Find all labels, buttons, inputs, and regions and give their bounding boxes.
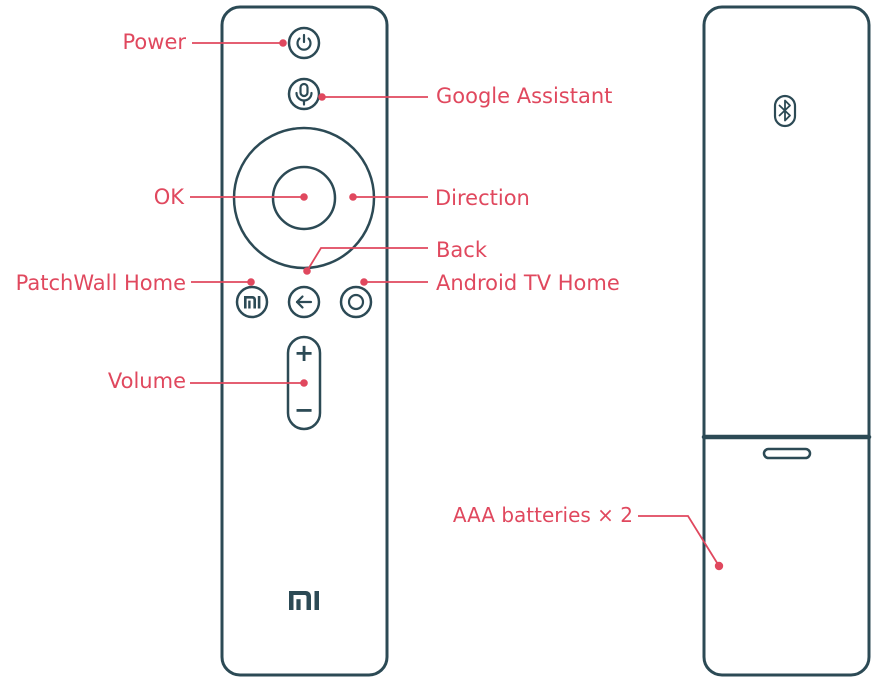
google-assistant-label: Google Assistant — [436, 84, 612, 108]
power-callout-dot — [279, 39, 287, 47]
remote-back-body — [702, 5, 871, 677]
power-button[interactable] — [287, 26, 321, 60]
back-callout-line — [306, 247, 428, 272]
back-label: Back — [436, 238, 488, 262]
ok-button[interactable] — [271, 165, 337, 231]
android-tv-callout-dot — [360, 278, 368, 286]
batteries-label: AAA batteries × 2 — [453, 503, 633, 527]
remote-front — [220, 5, 389, 677]
assistant-callout-dot — [318, 93, 326, 101]
patchwall-home-button[interactable] — [235, 285, 269, 319]
callout-lines — [190, 42, 720, 567]
remote-front-body — [220, 5, 389, 677]
direction-callout-dot — [349, 193, 357, 201]
power-label: Power — [123, 30, 187, 54]
microphone-icon — [295, 82, 313, 106]
direction-pad[interactable] — [232, 126, 376, 270]
home-circle-icon — [347, 293, 365, 311]
direction-label: Direction — [435, 186, 530, 210]
batteries-callout-line — [638, 515, 720, 567]
mi-brand-logo — [289, 591, 319, 610]
power-icon — [296, 33, 312, 51]
google-assistant-button[interactable] — [287, 77, 321, 111]
volume-label: Volume — [108, 369, 186, 393]
mi-logo-icon — [243, 296, 261, 309]
batteries-callout-dot — [714, 561, 724, 571]
bluetooth-icon — [773, 94, 797, 128]
ok-label: OK — [154, 185, 186, 209]
volume-callout-dot — [300, 379, 308, 387]
volume-down-glyph: − — [294, 396, 314, 424]
callout-dots — [247, 39, 724, 571]
android-tv-home-label: Android TV Home — [436, 271, 620, 295]
back-button[interactable] — [287, 285, 321, 319]
volume-up-glyph: + — [294, 339, 314, 367]
back-arrow-icon — [295, 295, 313, 309]
patchwall-callout-dot — [247, 278, 255, 286]
back-callout-dot — [303, 267, 311, 275]
ok-callout-dot — [300, 193, 308, 201]
remote-back — [701, 5, 872, 677]
android-tv-home-button[interactable] — [339, 285, 373, 319]
patchwall-home-label: PatchWall Home — [16, 271, 186, 295]
battery-cover-latch[interactable] — [762, 447, 812, 460]
